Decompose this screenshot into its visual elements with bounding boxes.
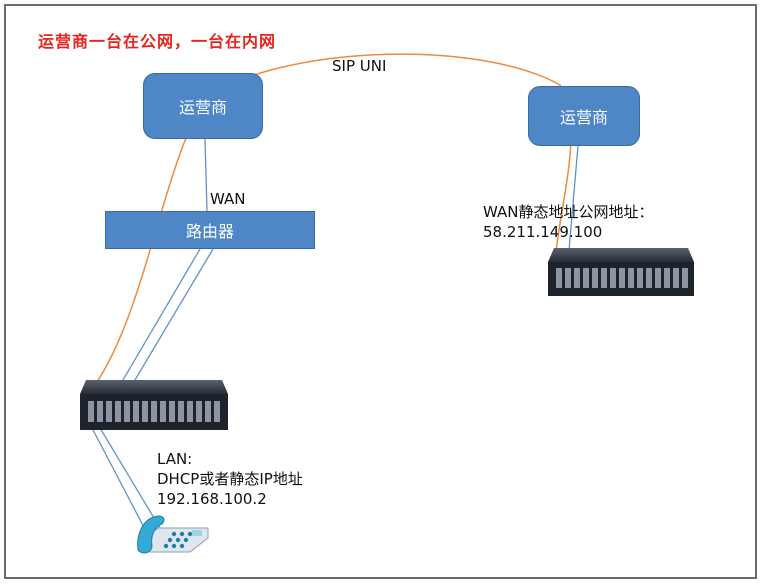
lan-line1: LAN: [157, 450, 193, 468]
sip-uni-label: SIP UNI [332, 57, 387, 75]
gateway-to-phone-link-b [99, 427, 161, 529]
lan-address-label: LAN: DHCP或者静态IP地址 192.168.100.2 [157, 449, 303, 509]
gateway-to-phone-link-a [91, 427, 149, 536]
wan-static-line1: WAN静态地址公网地址： [483, 203, 654, 221]
router-box: 路由器 [105, 211, 315, 249]
router-to-gateway-link-b [131, 248, 214, 386]
title-text: 运营商一台在公网，一台在内网 [38, 32, 277, 51]
carrier-right-box: 运营商 [528, 86, 640, 146]
carrier-right-label: 运营商 [559, 108, 608, 127]
gateway-device-icon [548, 248, 694, 296]
wan-static-line2: 58.211.149.100 [483, 223, 603, 241]
wan-label: WAN [210, 190, 246, 208]
gateway-device-icon [80, 380, 228, 430]
router-label: 路由器 [185, 222, 234, 241]
phone-icon [137, 515, 209, 554]
wan-link [204, 138, 208, 212]
carrier-right-link [567, 145, 579, 263]
router-to-gateway-link-a [119, 248, 201, 386]
lan-line3: 192.168.100.2 [157, 490, 267, 508]
carrier-left-label: 运营商 [178, 98, 227, 117]
carrier-left-box: 运营商 [143, 73, 263, 139]
lan-line2: DHCP或者静态IP地址 [157, 470, 303, 488]
wan-static-address-label: WAN静态地址公网地址： 58.211.149.100 [483, 202, 654, 242]
